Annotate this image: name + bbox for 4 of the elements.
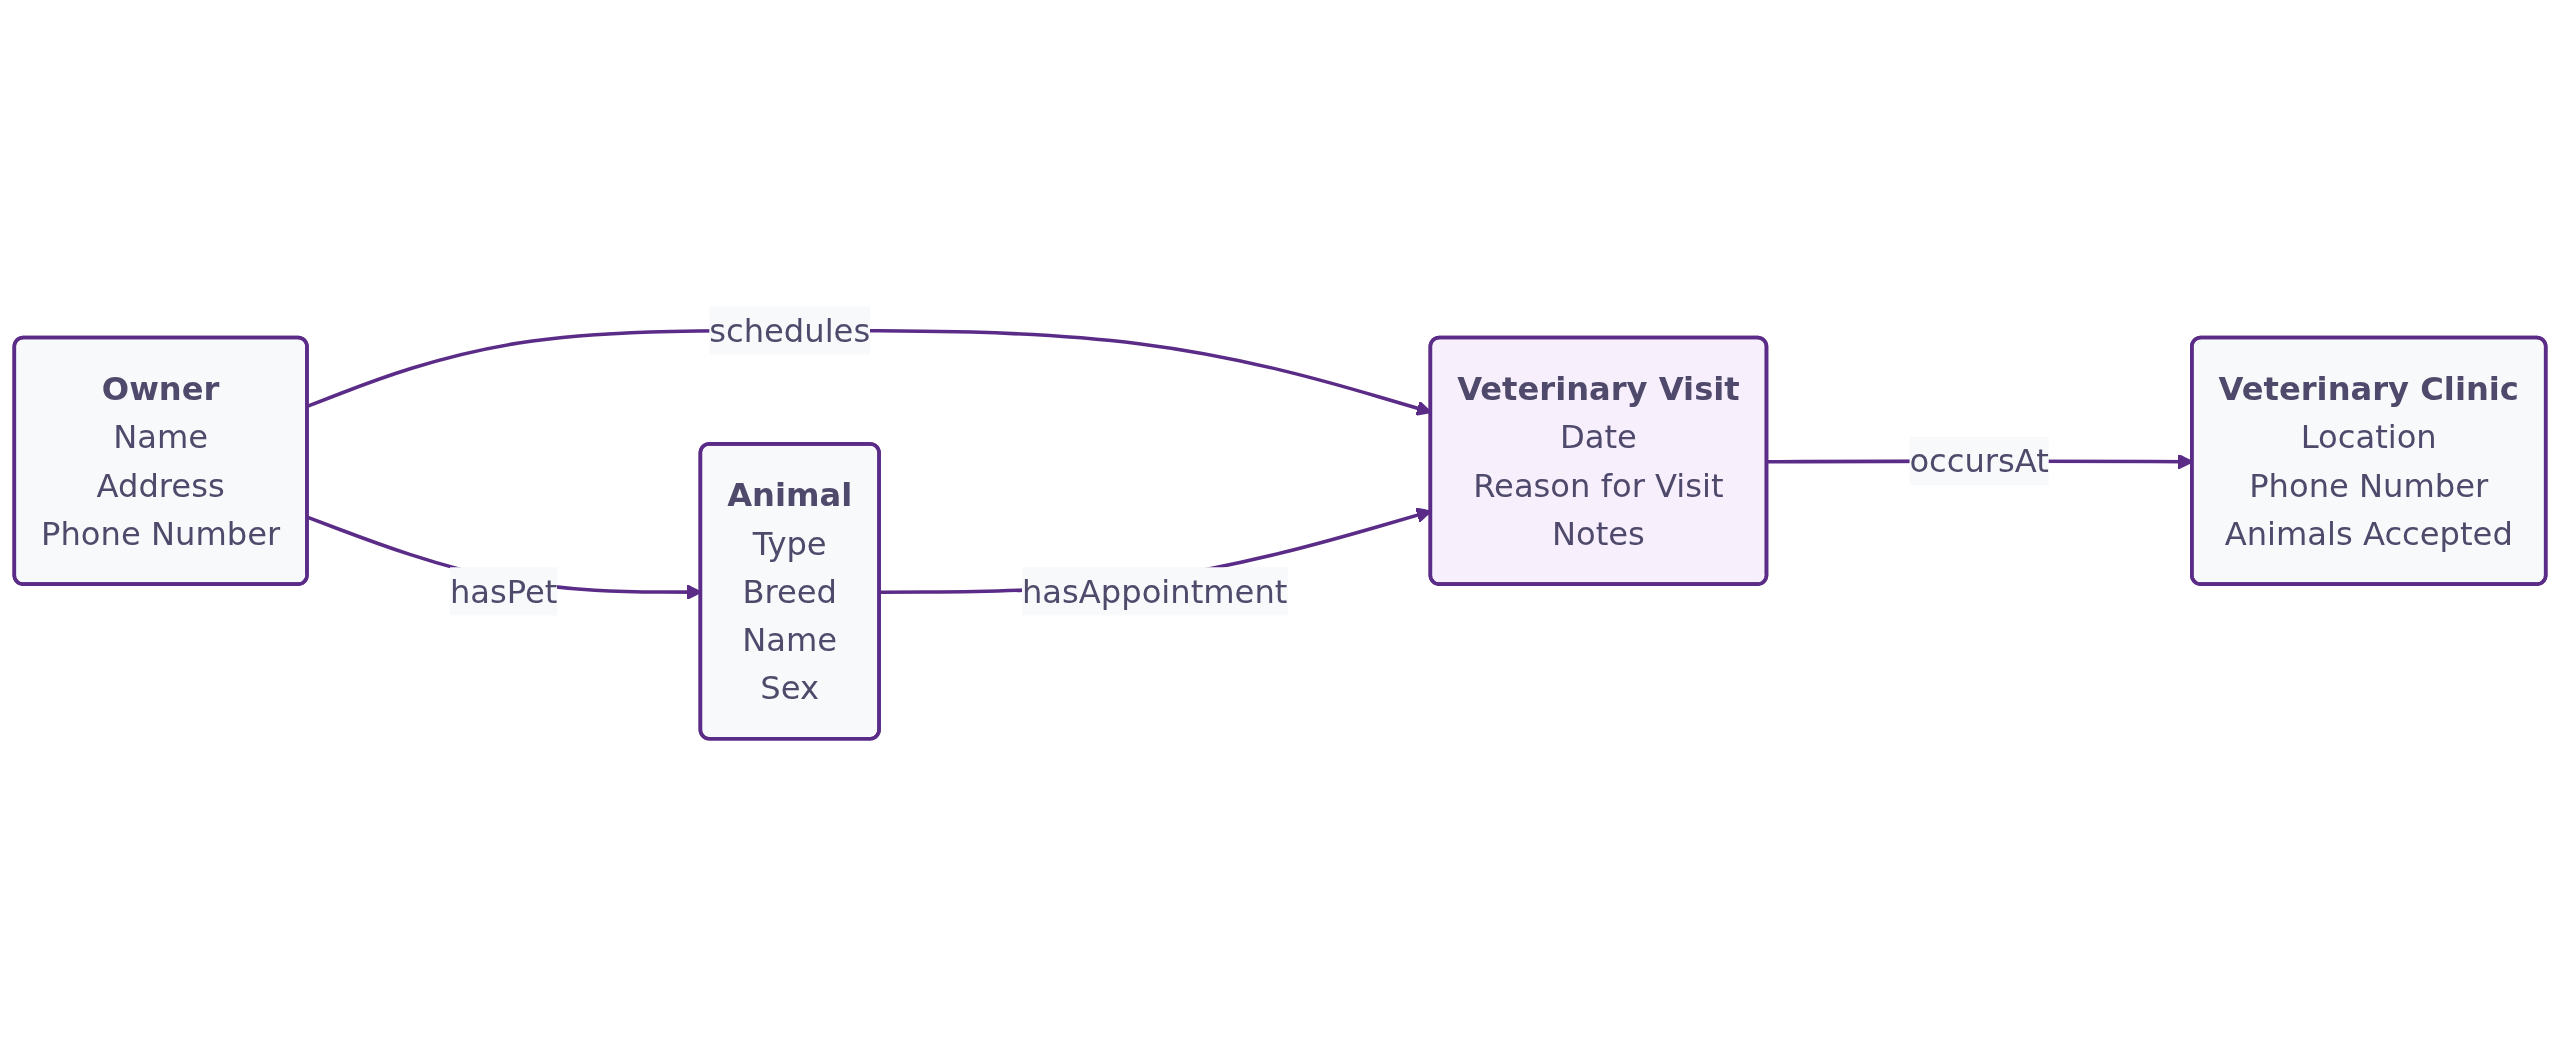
edge-label: occursAt xyxy=(1909,442,2049,480)
edge-label: schedules xyxy=(709,311,871,350)
edge-label: hasAppointment xyxy=(1021,572,1288,611)
edge-label: hasPet xyxy=(449,572,558,611)
